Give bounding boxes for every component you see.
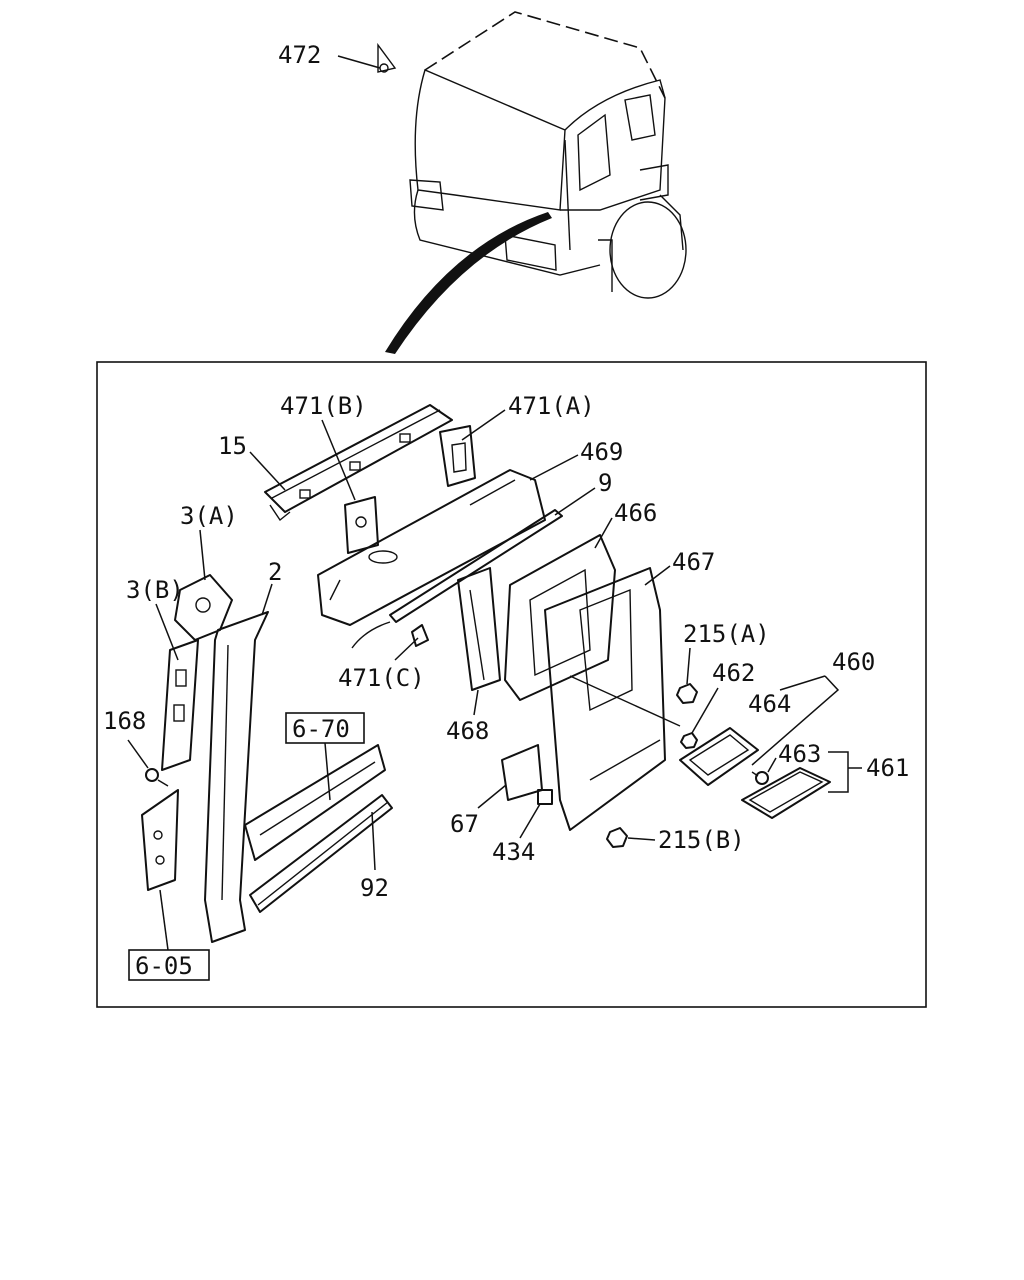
part-67-bracket [501,744,543,801]
part-463-screw [751,771,769,785]
label-471c: 471(C) [338,664,425,692]
label-434: 434 [492,838,535,866]
label-168: 168 [103,707,146,735]
label-6-70: 6-70 [292,715,350,743]
label-463: 463 [778,740,821,768]
label-215a: 215(A) [683,620,770,648]
part-471a-bracket [439,425,476,487]
label-2: 2 [268,558,282,586]
label-462: 462 [712,659,755,687]
label-15: 15 [218,432,247,460]
part-462-nut [680,732,698,749]
label-460: 460 [832,648,875,676]
part-6-70-sill [244,744,386,861]
part-15-roof-rail [264,404,453,522]
label-92: 92 [360,874,389,902]
part-471b-bracket [344,496,379,554]
label-215b: 215(B) [658,826,745,854]
part-9-rail [389,509,563,623]
label-472: 472 [278,41,321,69]
part-92-sill-outer [249,794,393,913]
part-467-side-panel [544,567,666,831]
label-461: 461 [866,754,909,782]
label-3a: 3(A) [180,502,238,530]
label-3b: 3(B) [126,576,184,604]
part-215a-nut [676,683,698,704]
part-471c-clip [351,621,429,649]
label-471a: 471(A) [508,392,595,420]
part-6-05-bracket [141,789,179,891]
callout-arrow [385,212,552,354]
label-468: 468 [446,717,489,745]
part-215b-nut [606,827,628,848]
label-471b: 471(B) [280,392,367,420]
ref-box-6-05 [128,949,210,981]
label-67: 67 [450,810,479,838]
label-9: 9 [598,469,612,497]
label-469: 469 [580,438,623,466]
truck-cab-illustration [377,11,687,354]
detail-frame [96,361,927,1008]
label-6-05: 6-05 [135,952,193,980]
label-466: 466 [614,499,657,527]
part-468-pillar [457,567,501,691]
part-2-center-pillar [204,611,269,943]
label-467: 467 [672,548,715,576]
part-461-lamp [741,767,831,819]
part-464-gasket [679,727,759,786]
part-469-header-panel [317,469,546,626]
part-466-door-frame [504,534,616,701]
label-464: 464 [748,690,791,718]
part-434-clip [537,789,553,805]
part-3b-reinforcement [161,639,199,771]
part-168-bolt [145,768,169,787]
